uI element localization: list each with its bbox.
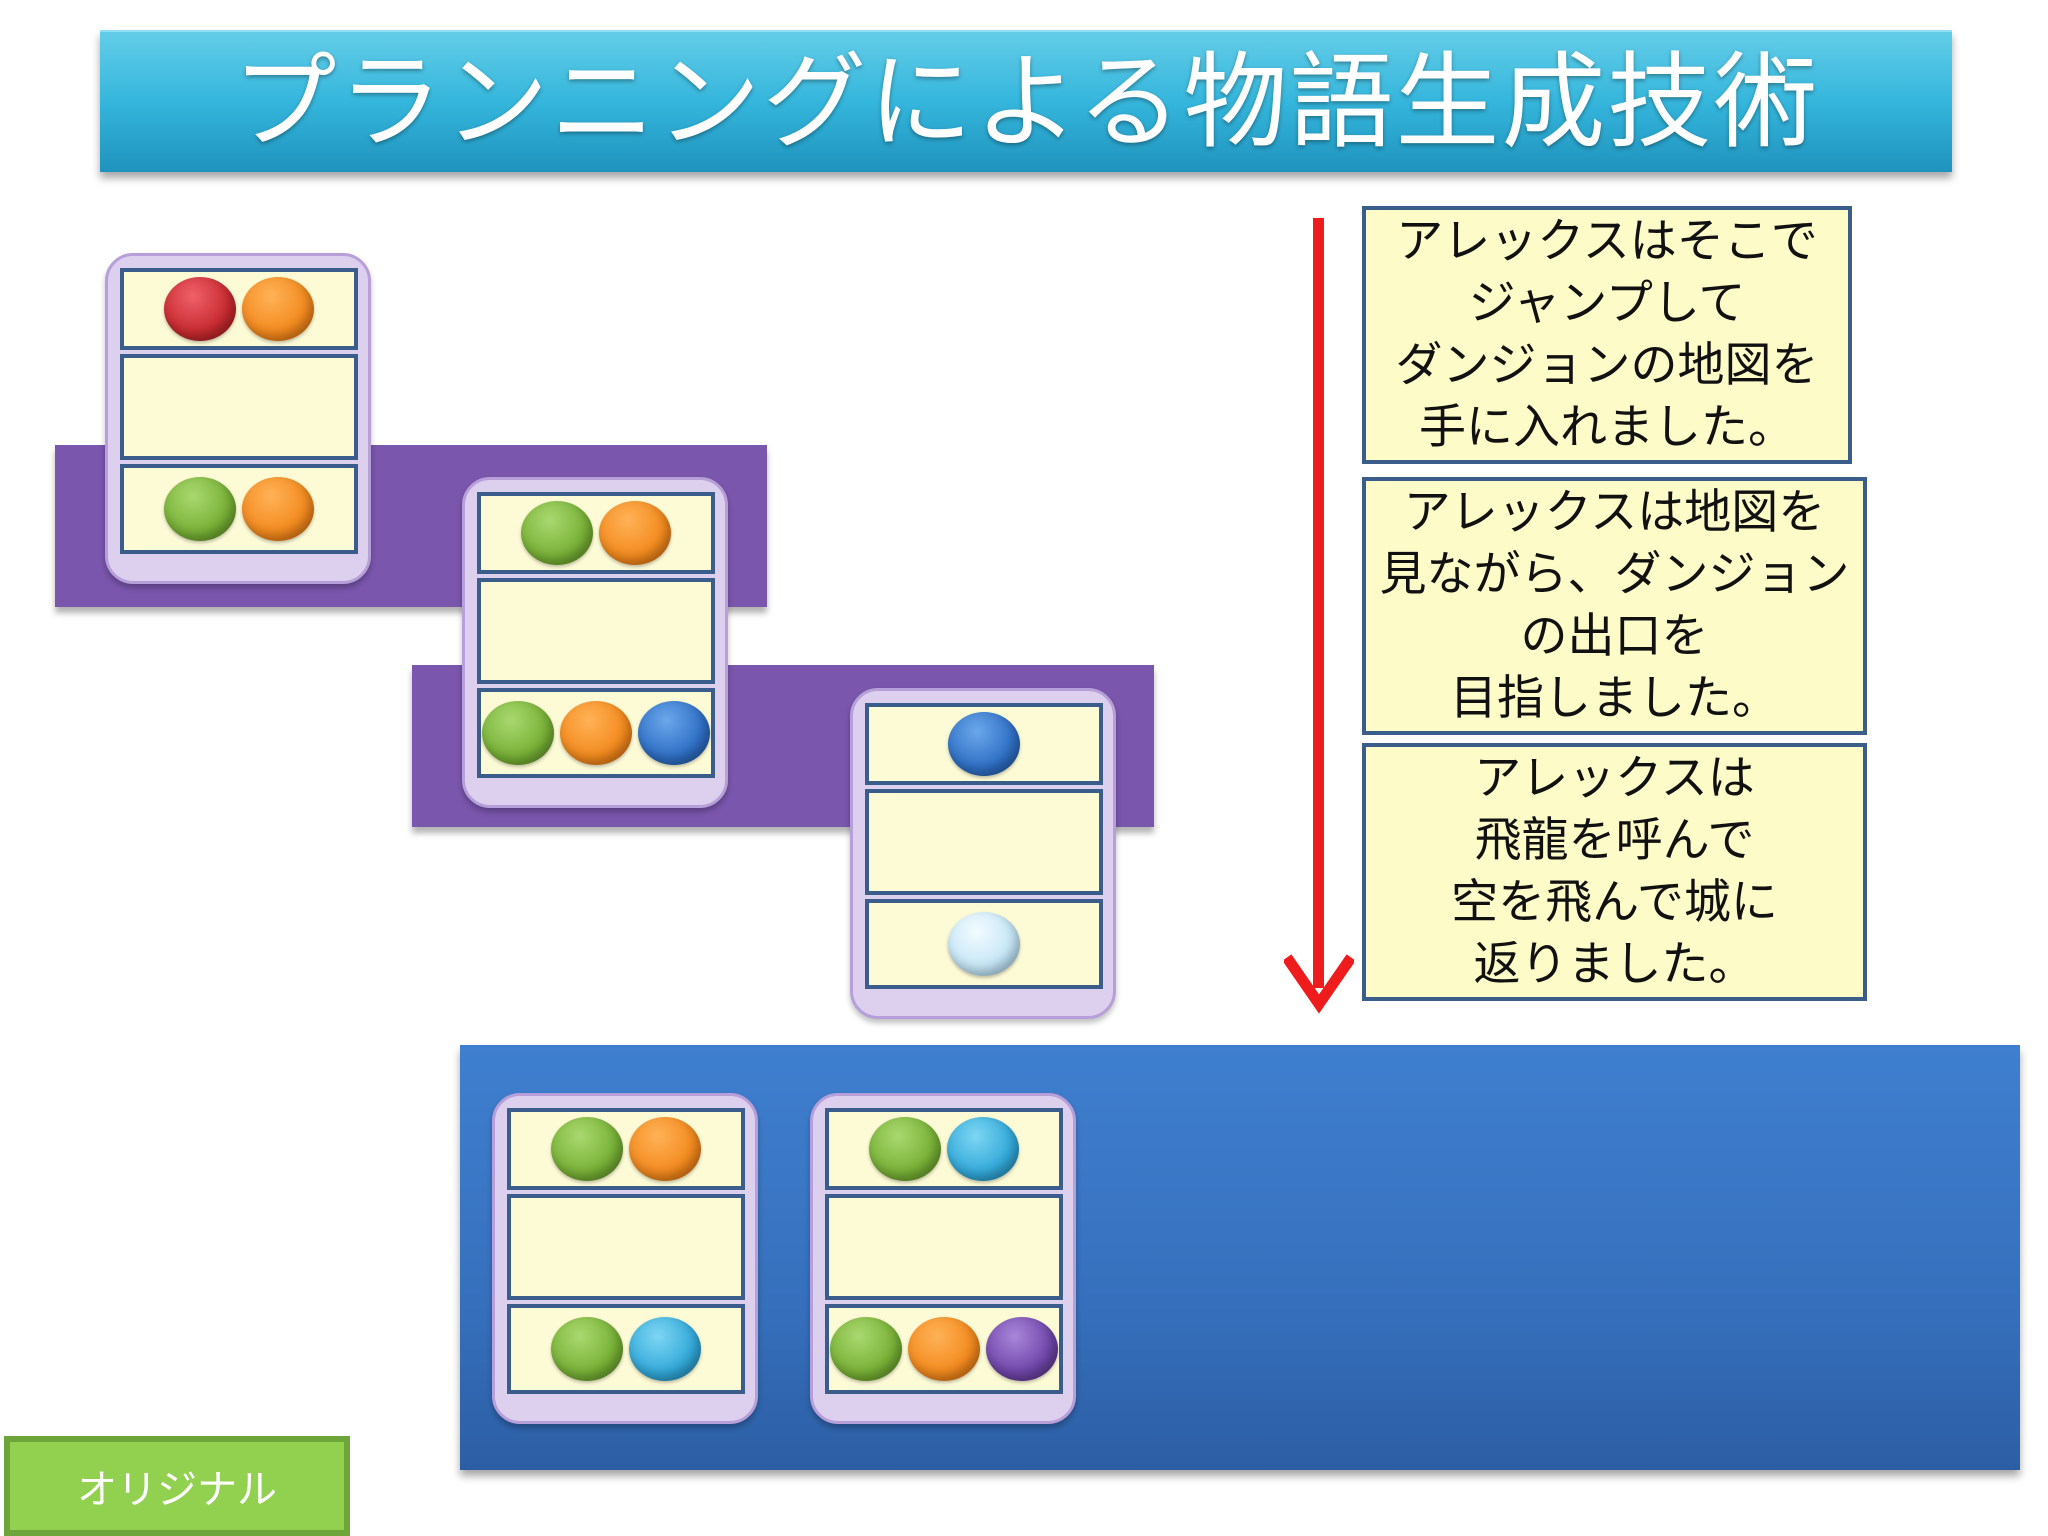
- orange-ball: [242, 477, 314, 541]
- card-row-bottom: [507, 1304, 745, 1394]
- blue-ball: [948, 712, 1020, 776]
- story-step-2: アレックスは地図を 見ながら、ダンジョン の出口を 目指しました。: [1362, 477, 1867, 735]
- state-card-3: [850, 688, 1116, 1019]
- card-row-middle: [507, 1194, 745, 1300]
- cyan-ball: [947, 1117, 1019, 1181]
- card-row-top: [825, 1108, 1063, 1190]
- green-ball: [830, 1317, 902, 1381]
- story-step-3-text: アレックスは 飛龍を呼んで 空を飛んで城に 返りました。: [1451, 751, 1778, 992]
- blue-ball: [638, 701, 710, 765]
- purple-ball: [986, 1317, 1058, 1381]
- orange-ball: [599, 501, 671, 565]
- title-bar: プランニングによる物語生成技術: [100, 30, 1952, 172]
- orange-ball: [242, 277, 314, 341]
- card-row-middle: [825, 1194, 1063, 1300]
- card-row-top: [507, 1108, 745, 1190]
- story-step-3: アレックスは 飛龍を呼んで 空を飛んで城に 返りました。: [1362, 743, 1867, 1001]
- story-step-1-text: アレックスはそこで ジャンプして ダンジョンの地図を 手に入れました。: [1395, 214, 1819, 455]
- card-row-top: [120, 268, 358, 350]
- green-ball: [869, 1117, 941, 1181]
- card-row-top: [477, 492, 715, 574]
- green-ball: [482, 701, 554, 765]
- red-ball: [164, 277, 236, 341]
- timeline-arrow-head-icon: [1284, 954, 1354, 1014]
- green-ball: [164, 477, 236, 541]
- lightblue-ball: [948, 912, 1020, 976]
- page-title: プランニングによる物語生成技術: [232, 41, 1820, 163]
- card-row-bottom: [865, 899, 1103, 989]
- orange-ball: [629, 1117, 701, 1181]
- card-row-bottom: [120, 464, 358, 554]
- card-row-middle: [477, 578, 715, 684]
- state-card-5: [810, 1093, 1076, 1424]
- cyan-ball: [629, 1317, 701, 1381]
- state-card-4: [492, 1093, 758, 1424]
- green-ball: [521, 501, 593, 565]
- original-button[interactable]: オリジナル: [4, 1436, 350, 1536]
- card-row-bottom: [477, 688, 715, 778]
- story-step-1: アレックスはそこで ジャンプして ダンジョンの地図を 手に入れました。: [1362, 206, 1852, 464]
- card-row-bottom: [825, 1304, 1063, 1394]
- card-row-middle: [120, 354, 358, 460]
- state-card-2: [462, 477, 728, 808]
- timeline-arrow-shaft: [1313, 218, 1324, 988]
- orange-ball: [560, 701, 632, 765]
- green-ball: [551, 1317, 623, 1381]
- state-card-1: [105, 253, 371, 584]
- card-row-top: [865, 703, 1103, 785]
- green-ball: [551, 1117, 623, 1181]
- orange-ball: [908, 1317, 980, 1381]
- card-row-middle: [865, 789, 1103, 895]
- story-step-2-text: アレックスは地図を 見ながら、ダンジョン の出口を 目指しました。: [1379, 485, 1850, 726]
